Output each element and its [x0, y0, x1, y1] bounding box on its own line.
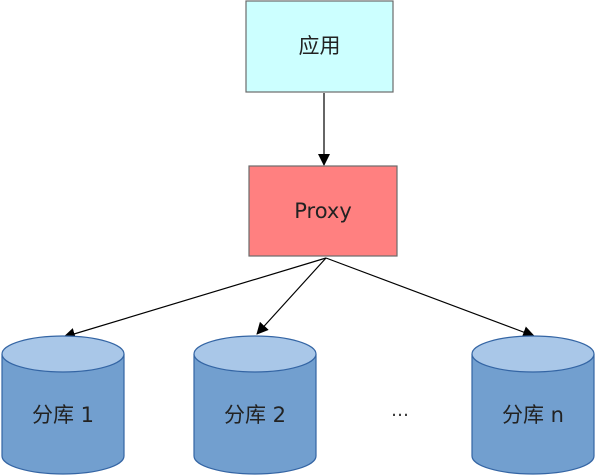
app-node: 应用 — [245, 0, 394, 93]
connectors — [63, 93, 535, 340]
arrow-proxy-to-shard-n — [325, 257, 535, 338]
database-shard-2: 分库 2 — [193, 335, 317, 475]
app-box — [245, 0, 394, 93]
arrow-proxy-to-shard-1 — [63, 257, 327, 340]
database-shard-n: 分库 n — [471, 335, 595, 475]
shard-n-body — [471, 354, 595, 475]
more-shards-ellipsis: … — [391, 400, 409, 421]
app-label: 应用 — [299, 34, 341, 58]
proxy-label: Proxy — [294, 199, 352, 223]
shard-1-label: 分库 1 — [32, 403, 94, 427]
shard-2-top — [193, 335, 317, 373]
shard-n-top — [471, 335, 595, 373]
database-shard-1: 分库 1 — [1, 335, 125, 475]
shard-2-label: 分库 2 — [224, 403, 286, 427]
shard-1-top — [1, 335, 125, 373]
shard-1-body — [1, 354, 125, 475]
shard-2-body — [193, 354, 317, 475]
proxy-node: Proxy — [248, 165, 398, 257]
proxy-box — [248, 165, 398, 257]
shard-n-label: 分库 n — [502, 403, 564, 427]
arrow-proxy-to-shard-2 — [256, 257, 327, 335]
